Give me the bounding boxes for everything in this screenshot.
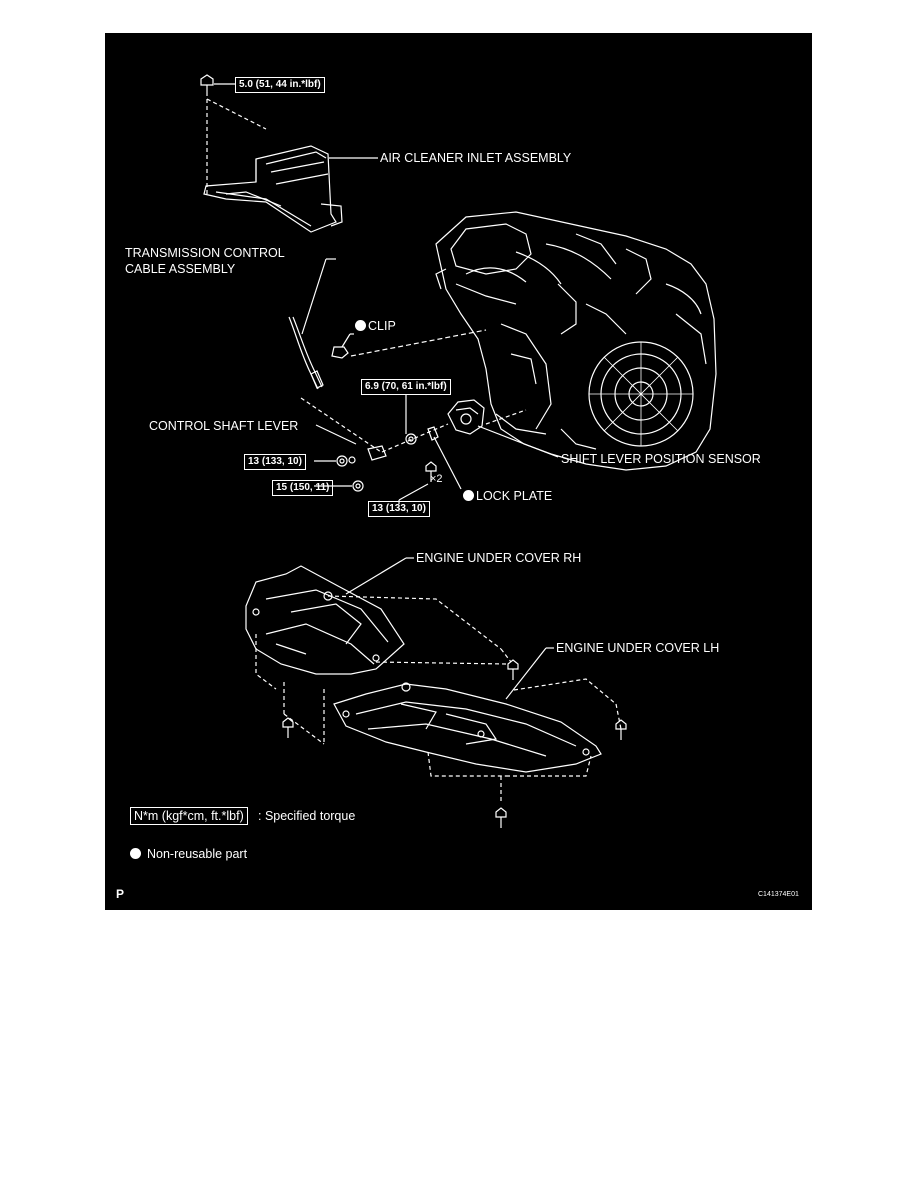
nonreusable-dot-icon xyxy=(355,320,366,331)
label-transmission-cable-line2: CABLE ASSEMBLY xyxy=(125,262,236,276)
label-air-cleaner-inlet: AIR CLEANER INLET ASSEMBLY xyxy=(380,151,572,165)
sensor-bolt xyxy=(425,461,437,482)
label-under-cover-rh: ENGINE UNDER COVER RH xyxy=(416,551,582,565)
clip-part xyxy=(331,346,349,359)
nonreusable-dot-icon xyxy=(130,848,141,859)
transaxle-assembly xyxy=(435,211,717,471)
nonreusable-dot-icon xyxy=(463,490,474,501)
label-times-two: ×2 xyxy=(430,473,443,485)
label-transmission-cable-line1: TRANSMISSION CONTROL xyxy=(125,246,285,260)
diagram-linework xyxy=(200,74,717,828)
label-shift-lever-position-sensor: SHIFT LEVER POSITION SENSOR xyxy=(561,452,761,466)
air-cleaner-inlet-assembly xyxy=(203,145,343,233)
cover-bolt xyxy=(507,659,519,680)
label-lock-plate: LOCK PLATE xyxy=(463,489,552,503)
torque-sensor: 6.9 (70, 61 in.*lbf) xyxy=(361,379,451,395)
air-cleaner-bolt xyxy=(200,74,214,96)
cover-bolt xyxy=(282,717,294,738)
exploded-diagram: 5.0 (51, 44 in.*lbf) 6.9 (70, 61 in.*lbf… xyxy=(105,33,812,910)
engine-under-cover-rh xyxy=(245,565,405,675)
label-control-shaft-lever: CONTROL SHAFT LEVER xyxy=(149,419,299,433)
transmission-control-cable xyxy=(288,316,324,390)
legend-torque-desc: : Specified torque xyxy=(258,809,356,823)
cover-bolt xyxy=(615,719,627,740)
shift-lever-position-sensor xyxy=(447,399,485,435)
engine-under-cover-lh xyxy=(333,682,602,773)
legend-nonreusable-text: Non-reusable part xyxy=(147,847,248,861)
legend-torque-unit: N*m (kgf*cm, ft.*lbf) xyxy=(130,807,248,825)
torque-air-cleaner: 5.0 (51, 44 in.*lbf) xyxy=(235,77,325,93)
corner-p-mark: P xyxy=(116,887,125,901)
legend-nonreusable: Non-reusable part xyxy=(130,847,247,861)
cover-bolt xyxy=(495,807,507,828)
figure-code: C141374E01 xyxy=(758,891,799,898)
label-under-cover-lh: ENGINE UNDER COVER LH xyxy=(556,641,720,655)
torque-sensor-bolt: 13 (133, 10) xyxy=(368,501,430,517)
torque-lever-bolt: 15 (150, 11) xyxy=(272,480,334,496)
control-shaft-lever xyxy=(336,445,387,492)
label-clip: CLIP xyxy=(355,319,396,333)
torque-lever-nut: 13 (133, 10) xyxy=(244,454,306,470)
clip-text: CLIP xyxy=(368,319,396,333)
lock-plate-text: LOCK PLATE xyxy=(476,489,553,503)
